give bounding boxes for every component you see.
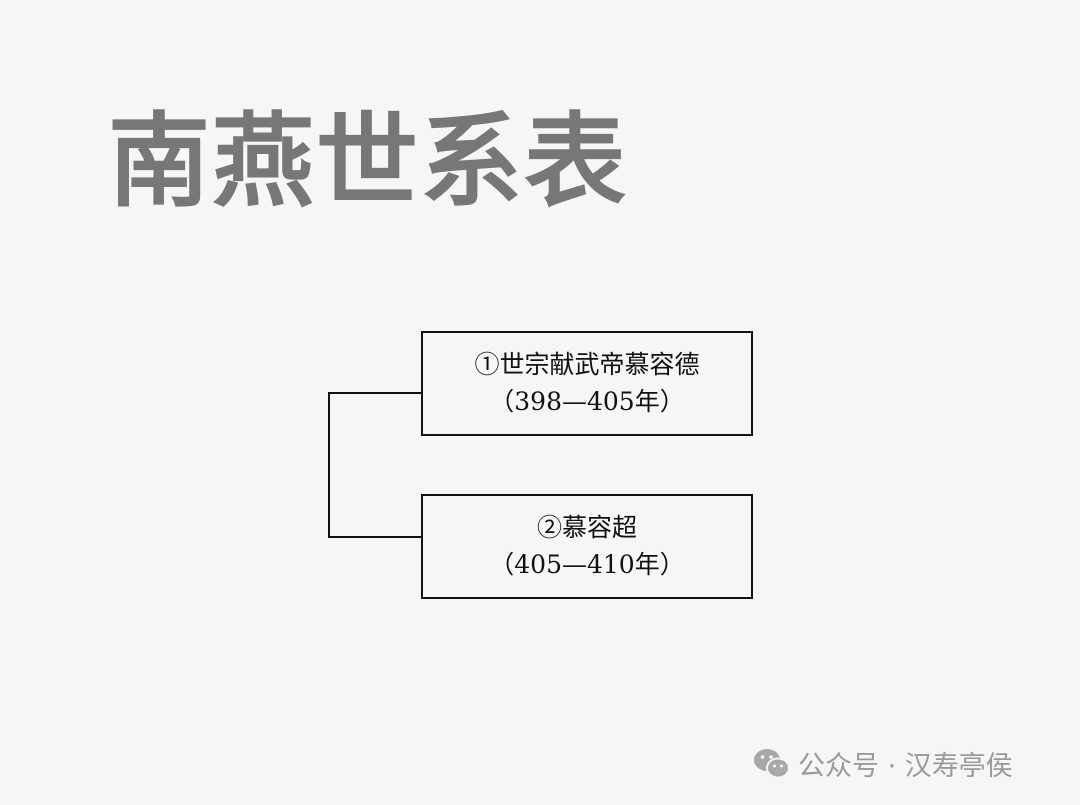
- ruler-name: ①世宗献武帝慕容德: [474, 350, 700, 380]
- watermark: 公众号 · 汉寿亭侯: [752, 744, 1013, 783]
- watermark-text: 公众号 · 汉寿亭侯: [798, 751, 1013, 782]
- ruler-reign: （398—405年）: [489, 386, 685, 416]
- wechat-icon: [754, 748, 790, 778]
- ruler-box-2: ②慕容超 （405—410年）: [421, 494, 753, 599]
- ruler-box-1: ①世宗献武帝慕容德 （398—405年）: [421, 331, 753, 436]
- ruler-name: ②慕容超: [536, 513, 637, 543]
- page-title: 南燕世系表: [108, 103, 628, 222]
- ruler-reign: （405—410年）: [489, 549, 685, 579]
